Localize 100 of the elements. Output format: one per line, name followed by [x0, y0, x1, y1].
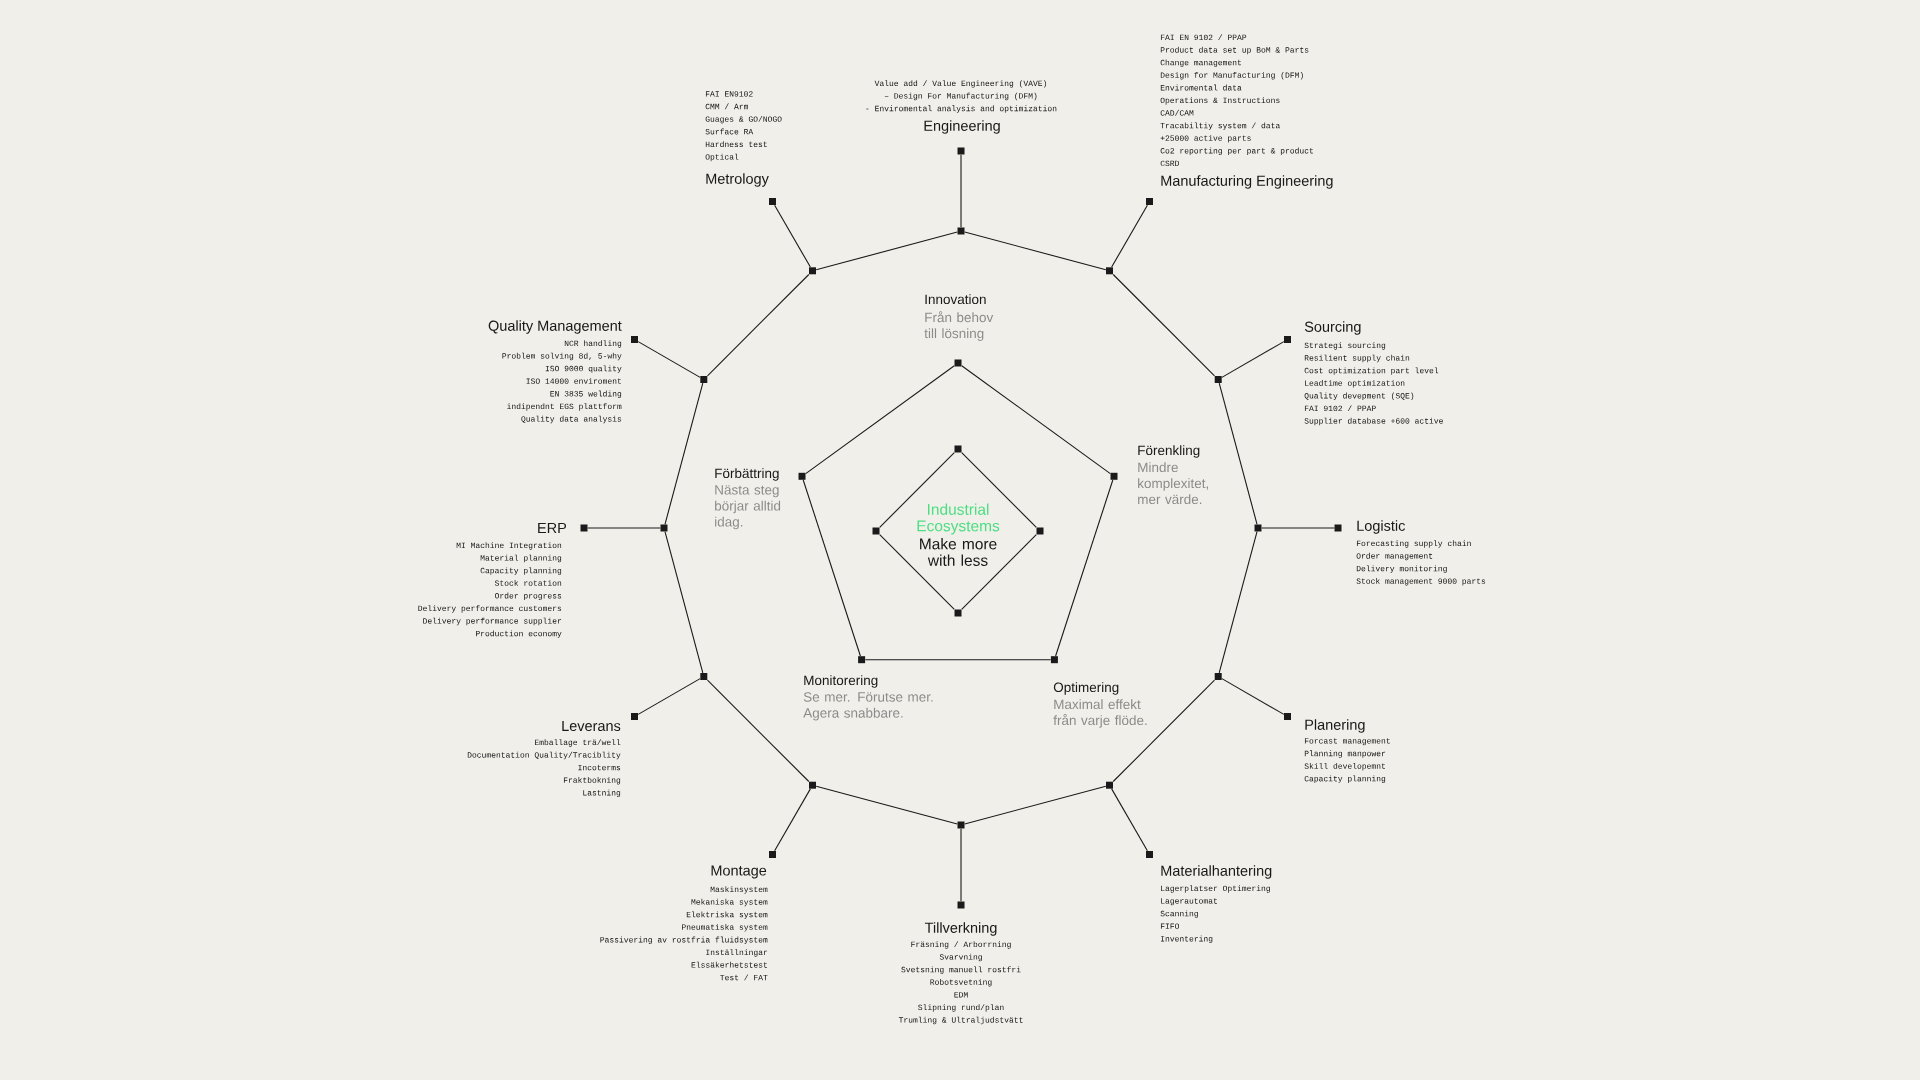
label: Co2 reporting per part & product	[1160, 147, 1313, 156]
connector-line	[961, 534, 1037, 610]
label: Operations & Instructions	[1160, 97, 1280, 105]
label: Tracabiltiy system / data	[1160, 122, 1280, 130]
label: Forecasting supply chain	[1356, 540, 1471, 548]
label: Svetsning manuell rostfri	[901, 966, 1021, 974]
label: Forcast management	[1304, 738, 1390, 746]
label: Lastning	[583, 789, 621, 798]
junction-square	[660, 524, 668, 532]
label: Optical	[705, 153, 739, 162]
label: FIFO	[1160, 923, 1179, 929]
topic-heading: ERP	[538, 523, 567, 533]
endpoint-square	[631, 713, 638, 720]
connector-line	[815, 231, 958, 271]
vertex-square	[954, 609, 962, 617]
stage-description: Från behov till lösning	[924, 311, 994, 341]
label: Capacity planning	[480, 567, 562, 575]
label: EN 3835 welding	[550, 390, 622, 399]
connector-line	[1055, 479, 1114, 657]
connector-line	[1112, 273, 1216, 377]
label: Maskinsystem	[710, 886, 768, 894]
connector-line	[805, 365, 955, 475]
center-text: Make more with less	[920, 538, 997, 566]
connector-line	[879, 452, 955, 528]
connector-line	[1218, 382, 1258, 525]
endpoint-square	[580, 524, 588, 532]
label: CSRD	[1160, 160, 1179, 167]
label: Trumling & Ultraljudstvätt	[898, 1016, 1023, 1025]
connector-line	[1112, 679, 1216, 783]
label: indipendnt EGS plattform	[507, 403, 622, 411]
item-list: NCR handling Problem solving 8d, 5-why ISO 9000 quality ISO 14000 enviroment EN 3835 welding indipendnt EGS plattform Quality data analysis	[502, 340, 622, 424]
label: Test / FAT	[720, 974, 768, 981]
label: Guages & GO/NOGO	[705, 115, 782, 124]
label: Stock management 9000 parts	[1356, 577, 1486, 586]
label: Cost optimization part level	[1304, 367, 1439, 375]
connector-line	[802, 479, 861, 657]
item-list: FAI EN9102 CMM / Arm Guages & GO/NOGO Surface RA Hardness test Optical	[705, 91, 782, 162]
item-list: Lagerplatser Optimering Lagerautomat Scanning FIFO Inventering	[1160, 885, 1270, 944]
connector-line	[964, 231, 1107, 271]
connector-line	[774, 204, 811, 268]
topic-heading: Montage	[711, 865, 767, 879]
label: FAI 9102 / PPAP	[1304, 405, 1376, 412]
connector-line	[1221, 678, 1285, 715]
label: Material planning	[480, 554, 562, 563]
connector-line	[1111, 204, 1148, 268]
label: Emballage trä/well	[535, 739, 621, 747]
stage-title: Innovation	[925, 294, 986, 305]
item-list: Value add / Value Engineering (VAVE) – Design For Manufacturing (DFM) - Enviromental analysis and optimization	[866, 80, 1057, 113]
stage-title: Optimering	[1053, 682, 1119, 695]
label: Stock rotation	[494, 579, 562, 586]
label: Inventering	[1161, 935, 1213, 944]
junction-square	[700, 376, 708, 383]
endpoint-square	[769, 198, 776, 205]
label: FAI EN 9102 / PPAP	[1160, 34, 1247, 41]
label: FAI EN9102	[705, 91, 753, 97]
label: ISO 14000 enviroment	[526, 377, 621, 384]
junction-square	[809, 267, 816, 275]
endpoint-square	[631, 336, 638, 343]
stage-title: Monitorering	[804, 675, 878, 688]
connector-line	[637, 678, 701, 715]
junction-square	[1254, 524, 1262, 532]
label: Svarvning	[939, 953, 982, 962]
item-list: Fräsning / Arborrning Svarvning Svetsning manuell rostfri Robotsvetning EDM Slipning rund/plan Trumling & Ultraljudstvätt	[898, 941, 1023, 1025]
center-text: Industrial Ecosystems	[917, 503, 1000, 535]
label: CAD/CAM	[1160, 109, 1194, 116]
stage-description: Maximal effekt från varje flöde.	[1053, 699, 1147, 728]
label: EDM	[954, 992, 968, 998]
label: ISO 9000 quality	[545, 365, 622, 373]
label: Delivery performance supplier	[423, 617, 562, 626]
stage-title: Förbättring	[715, 468, 779, 481]
label: Robotsvetning	[930, 978, 992, 987]
label: Order management	[1356, 552, 1433, 561]
label: Capacity planning	[1304, 775, 1386, 783]
connector-line	[1221, 341, 1285, 378]
connector-line	[774, 788, 811, 852]
topic-heading: Planering	[1305, 719, 1365, 733]
connector-line	[664, 382, 704, 525]
junction-square	[957, 821, 965, 829]
label: Change management	[1160, 59, 1241, 67]
connector-line	[587, 527, 661, 529]
connector-line	[664, 531, 704, 674]
connector-line	[815, 785, 958, 825]
connector-line	[960, 828, 962, 902]
connector-line	[961, 365, 1111, 475]
junction-square	[700, 673, 708, 680]
junction-square	[1106, 781, 1113, 789]
label: +25000 active parts	[1160, 134, 1251, 143]
vertex-square	[954, 445, 962, 453]
junction-square	[1214, 376, 1222, 383]
label: Supplier database +600 active	[1304, 417, 1443, 426]
label: Pneumatiska system	[682, 923, 768, 932]
endpoint-square	[957, 901, 965, 909]
label: Production economy	[476, 630, 562, 638]
label: Fräsning / Arborrning	[911, 941, 1011, 949]
connector-line	[1218, 531, 1258, 674]
label: Leadtime optimization	[1305, 379, 1405, 388]
connector-line	[961, 452, 1037, 528]
connector-line	[864, 659, 1052, 661]
label: Resilient supply chain	[1304, 354, 1410, 363]
endpoint-square	[1146, 851, 1153, 858]
